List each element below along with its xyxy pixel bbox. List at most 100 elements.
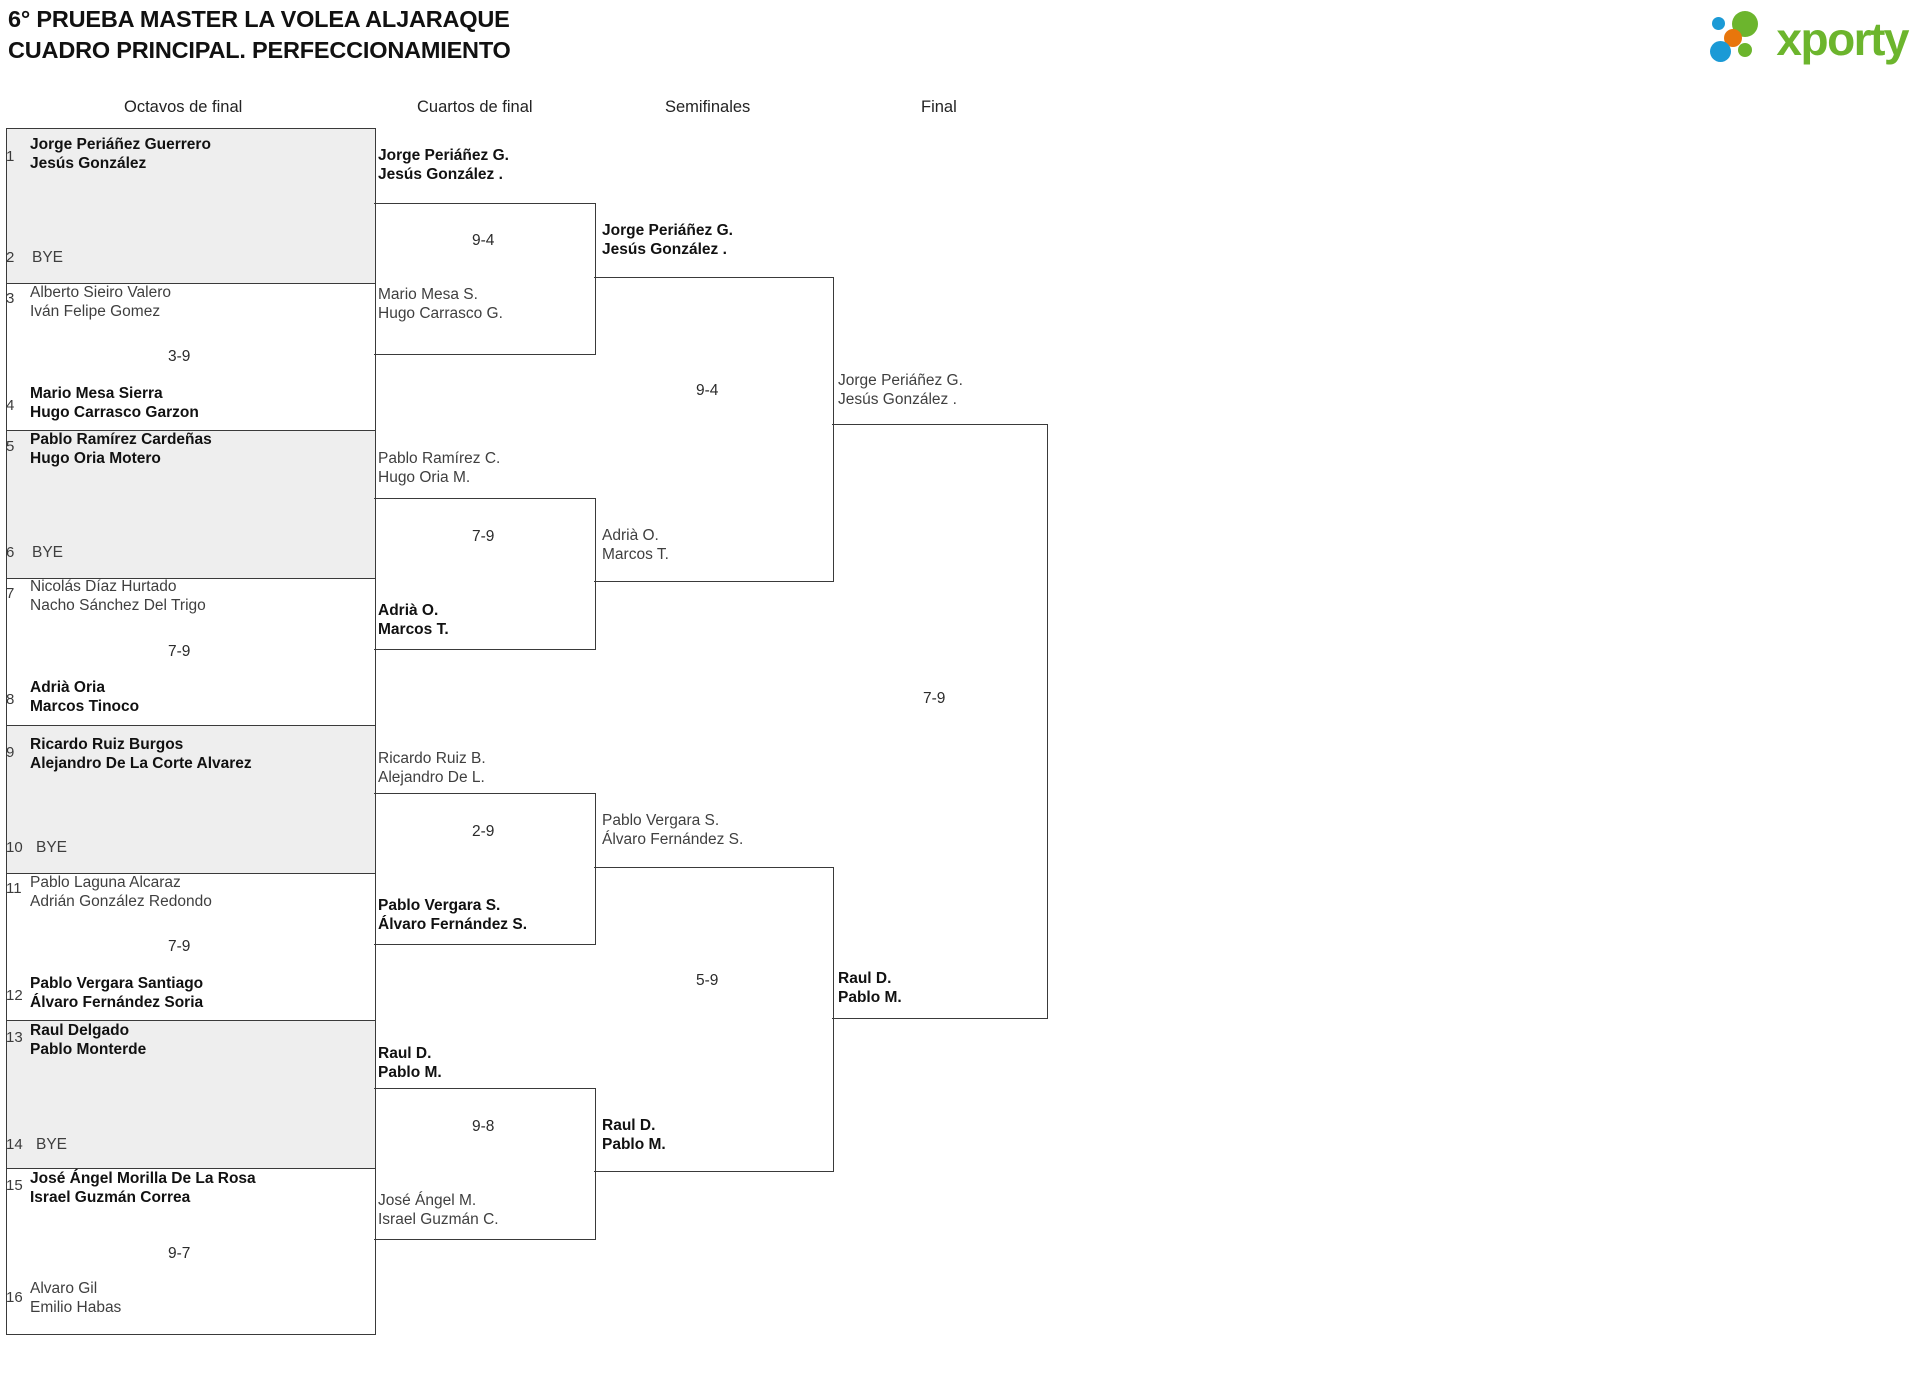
r1-score-2: 3-9 [168,348,191,365]
player-name: Hugo Oria Motero [30,449,161,467]
seed-number: 13 [6,1029,23,1046]
r3-team-2: Adrià O. Marcos T. [602,527,669,565]
r3-connector-2 [594,867,834,1172]
r1-match-5[interactable] [6,725,376,873]
r1-match-8[interactable] [6,1168,376,1335]
logo-dots-icon [1710,7,1772,65]
r1-match-2[interactable] [6,283,376,430]
player-name: Marcos T. [378,620,449,638]
r1-team-12: Pablo Vergara Santiago Álvaro Fernández … [30,975,203,1013]
player-name: Adrià Oria [30,679,105,696]
player-name: Jorge Periáñez G. [602,222,733,239]
player-name: Ricardo Ruiz Burgos [30,736,184,753]
r2-connector-3 [374,793,596,945]
r1-score-4: 7-9 [168,643,191,660]
player-name: Pablo Laguna Alcaraz [30,874,181,891]
seed-number: 3 [6,290,15,307]
r2-team-7: Raul D. Pablo M. [378,1045,442,1083]
player-name: Nacho Sánchez Del Trigo [30,596,206,614]
r1-score-8: 9-7 [168,1245,191,1262]
r1-match-6[interactable] [6,873,376,1020]
r2-team-5: Ricardo Ruiz B. Alejandro De L. [378,750,486,788]
r2-score-4: 9-8 [472,1118,495,1135]
r1-team-16: Alvaro Gil Emilio Habas [30,1280,121,1318]
xporty-logo: xporty [1660,5,1909,67]
player-name: Álvaro Fernández S. [378,915,528,933]
player-name: Pablo M. [602,1135,666,1153]
r2-connector-4 [374,1088,596,1240]
player-name: Alejandro De L. [378,768,485,786]
r2-connector-1 [374,203,596,355]
r1-team-13: Raul Delgado Pablo Monterde [30,1022,146,1060]
r1-match-1[interactable] [6,128,376,283]
r2-team-8: José Ángel M. Israel Guzmán C. [378,1192,499,1230]
r2-score-1: 9-4 [472,232,495,249]
r1-team-10-bye: BYE [36,839,68,856]
final-team-2-champion: Raul D. Pablo M. [838,970,902,1008]
logo-dot-blue-small [1712,17,1726,30]
r2-connector-2 [374,498,596,650]
player-name: Adrià O. [378,602,439,619]
player-name: José Ángel Morilla De La Rosa [30,1170,256,1187]
player-name: Adrián González Redondo [30,892,212,910]
player-name: Hugo Carrasco Garzon [30,403,199,421]
player-name: Pablo Vergara Santiago [30,975,204,992]
tournament-subtitle: CUADRO PRINCIPAL. PERFECCIONAMIENTO [8,37,511,64]
r1-team-5: Pablo Ramírez Cardeñas Hugo Oria Motero [30,431,212,469]
r1-team-8: Adrià Oria Marcos Tinoco [30,679,139,717]
player-name: Ricardo Ruiz B. [378,750,486,767]
r1-team-3: Alberto Sieiro Valero Iván Felipe Gomez [30,284,171,322]
seed-number: 14 [6,1136,23,1153]
r1-team-11: Pablo Laguna Alcaraz Adrián González Red… [30,874,212,912]
player-name: Hugo Carrasco G. [378,304,503,322]
player-name: Jorge Periáñez G. [378,147,509,164]
player-name: Marcos T. [602,545,669,563]
column-header-octavos: Octavos de final [124,98,243,116]
seed-number: 10 [6,839,23,856]
player-name: Raul Delgado [30,1022,130,1039]
player-name: Marcos Tinoco [30,697,140,715]
r1-match-4[interactable] [6,578,376,725]
player-name: Israel Guzmán Correa [30,1188,191,1206]
player-name: Mario Mesa Sierra [30,385,163,402]
player-name: Alejandro De La Corte Alvarez [30,754,252,772]
seed-number: 9 [6,744,15,761]
seed-number: 15 [6,1177,23,1194]
r1-team-1: Jorge Periáñez Guerrero Jesús González [30,136,211,174]
r1-score-6: 7-9 [168,938,191,955]
player-name: Mario Mesa S. [378,286,478,303]
r1-team-15: José Ángel Morilla De La Rosa Israel Guz… [30,1170,256,1208]
player-name: Jesús González . [838,390,957,408]
r2-team-6: Pablo Vergara S. Álvaro Fernández S. [378,897,527,935]
r2-team-2: Mario Mesa S. Hugo Carrasco G. [378,286,503,324]
r1-match-7[interactable] [6,1020,376,1168]
player-name: Pablo Monterde [30,1040,147,1058]
r3-score-1: 9-4 [696,382,719,399]
player-name: Raul D. [602,1117,656,1134]
r4-connector [832,424,1048,1019]
player-name: Hugo Oria M. [378,468,471,486]
seed-number: 1 [6,148,15,165]
player-name: José Ángel M. [378,1192,477,1209]
seed-number: 11 [6,880,22,897]
player-name: Alberto Sieiro Valero [30,284,172,301]
r1-team-2-bye: BYE [32,249,64,266]
logo-wordmark: xporty [1776,13,1909,65]
tournament-name: 6° PRUEBA MASTER LA VOLEA ALJARAQUE [8,6,510,32]
player-name: Pablo Vergara S. [602,812,720,829]
r1-team-14-bye: BYE [36,1136,68,1153]
column-header-semifinales: Semifinales [665,98,751,116]
r3-connector-1 [594,277,834,582]
column-header-final: Final [921,98,957,116]
player-name: Emilio Habas [30,1298,122,1316]
logo-dot-orange [1724,29,1743,47]
r2-score-3: 2-9 [472,823,495,840]
seed-number: 2 [6,249,15,266]
player-name: Adrià O. [602,527,659,544]
seed-number: 8 [6,691,15,708]
r3-score-2: 5-9 [696,972,719,989]
player-name: Jorge Periáñez G. [838,372,963,389]
player-name: Nicolás Díaz Hurtado [30,578,177,595]
final-team-1: Jorge Periáñez G. Jesús González . [838,372,963,410]
r1-match-3[interactable] [6,430,376,578]
